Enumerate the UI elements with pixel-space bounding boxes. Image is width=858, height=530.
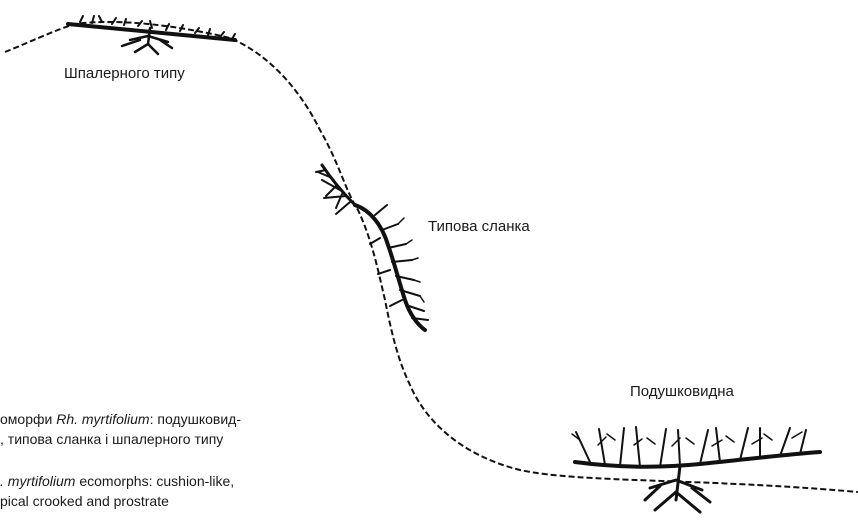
cushion-label: Подушковидна [630,383,734,400]
trellis-type-label: Шпалерного типу [64,65,185,82]
caption-ukrainian: оморфи Rh. myrtifolium: подушковид- , ти… [0,409,241,449]
caption-uk-line-2: , типова сланка і шпалерного типу [0,429,241,449]
caption-uk-line-1: оморфи Rh. myrtifolium: подушковид- [0,409,241,429]
typical-crooked-label: Типова сланка [428,218,530,235]
caption-en-line-1: . myrtifolium ecomorphs: cushion-like, [0,471,234,491]
trellis-shrub-icon [68,16,235,54]
caption-english: . myrtifolium ecomorphs: cushion-like, p… [0,471,234,511]
cushion-shrub-icon [572,427,820,512]
caption-en-line-2: pical crooked and prostrate [0,491,234,511]
